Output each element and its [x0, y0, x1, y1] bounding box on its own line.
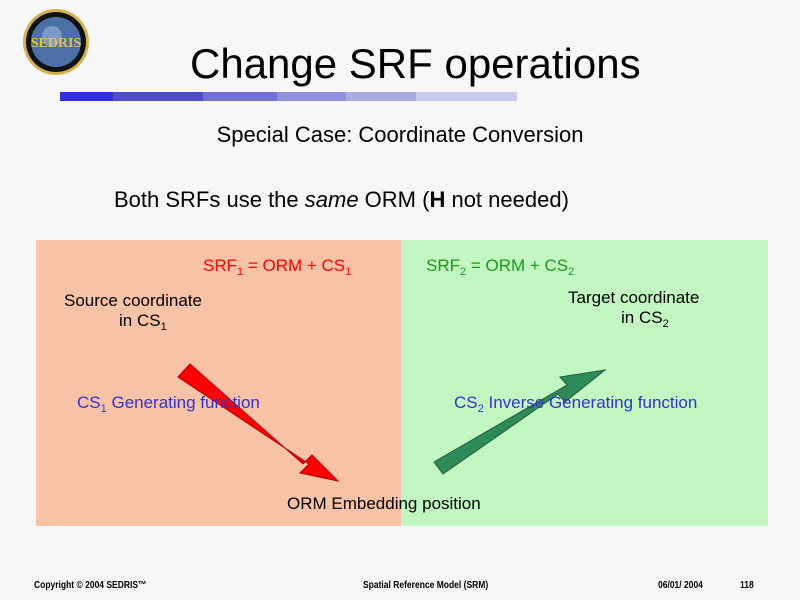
sedris-logo: SEDRIS — [23, 9, 89, 75]
inverse-generating-function-arrow — [433, 369, 607, 475]
footer-date: 06/01/ 2004 — [658, 580, 703, 591]
footer-page-number: 118 — [740, 580, 754, 591]
srf2-equation: SRF2 = ORM + CS2 — [426, 256, 575, 278]
description: Both SRFs use the same ORM (H not needed… — [114, 187, 569, 212]
title-underline-bar — [60, 92, 517, 101]
footer-title: Spatial Reference Model (SRM) — [363, 580, 489, 591]
generating-function-arrow — [177, 363, 340, 482]
source-srf-panel — [36, 240, 401, 526]
orm-embedding-label: ORM Embedding position — [287, 494, 481, 513]
generating-function-label: CS1 Generating function — [77, 393, 260, 415]
inverse-generating-function-label: CS2 Inverse Generating function — [454, 393, 698, 415]
subtitle: Special Case: Coordinate Conversion — [216, 122, 584, 147]
slide-title: Change SRF operations — [190, 40, 641, 87]
svg-text:SEDRIS: SEDRIS — [31, 36, 82, 51]
footer-copyright: Copyright © 2004 SEDRIS™ — [34, 580, 147, 591]
srf1-equation: SRF1 = ORM + CS1 — [203, 256, 352, 278]
